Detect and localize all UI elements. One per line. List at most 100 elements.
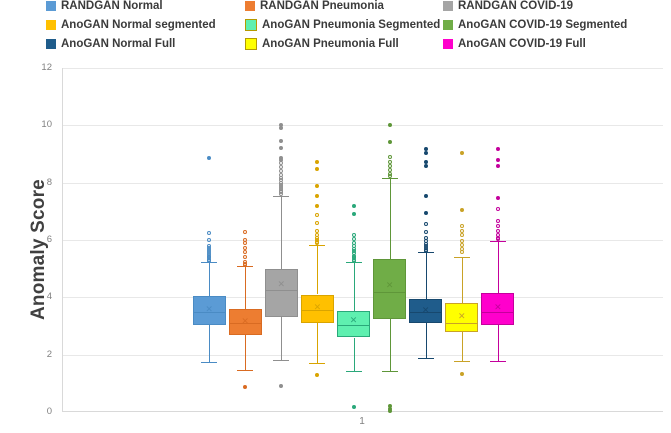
whisker-upper (425, 252, 427, 299)
whisker-lower (353, 337, 355, 371)
box-iqr[interactable] (481, 293, 515, 325)
legend-item[interactable]: AnoGAN COVID-19 Segmented (443, 19, 627, 31)
legend-item[interactable]: AnoGAN COVID-19 Full (443, 38, 586, 50)
legend-swatch-icon (443, 20, 453, 30)
gridline (63, 125, 663, 127)
whisker-cap-lower (345, 371, 362, 372)
legend-item[interactable]: AnoGAN Pneumonia Full (245, 38, 399, 50)
gridline (63, 68, 663, 69)
legend-item[interactable]: RANDGAN Pneumonia (245, 0, 384, 12)
whisker-lower (317, 322, 319, 364)
box-iqr[interactable] (264, 268, 298, 318)
outlier-point (243, 249, 248, 254)
outlier-point (315, 194, 320, 199)
legend-swatch-icon (443, 1, 453, 11)
mean-marker-icon: ✕ (385, 280, 394, 291)
box-iqr[interactable] (300, 294, 334, 323)
box-plot-series[interactable]: ✕ (63, 68, 663, 412)
y-axis-tick-label: 12 (41, 62, 52, 73)
box-plot-series[interactable]: ✕ (63, 68, 663, 412)
median-line (228, 322, 262, 324)
y-axis-tick-label: 0 (46, 406, 52, 417)
box-iqr[interactable] (192, 295, 226, 326)
outlier-point (459, 238, 464, 243)
outlier-point (315, 240, 320, 245)
outlier-point (207, 258, 212, 263)
outlier-point (351, 203, 356, 208)
box-iqr[interactable] (373, 258, 407, 319)
outlier-point (315, 184, 320, 189)
whisker-cap-upper (381, 178, 398, 180)
outlier-point (279, 180, 284, 185)
box-iqr[interactable] (337, 311, 370, 338)
outlier-point (423, 242, 428, 246)
whisker-cap-upper (453, 257, 470, 259)
box-plot-series[interactable]: ✕ (63, 68, 663, 412)
box-iqr[interactable] (228, 308, 262, 335)
outlier-point (387, 160, 392, 164)
outlier-point (459, 249, 464, 254)
mean-marker-icon: ✕ (421, 305, 430, 316)
whisker-lower (281, 317, 283, 360)
outlier-point (315, 160, 320, 164)
box-plot-series[interactable]: ✕ (63, 68, 663, 413)
legend-label: AnoGAN COVID-19 Segmented (458, 19, 628, 31)
legend-item[interactable]: RANDGAN Normal (46, 0, 163, 12)
outlier-point (387, 123, 392, 128)
outlier-point (315, 166, 320, 171)
box-plot-series[interactable]: ✕ (63, 68, 663, 412)
whisker-cap-upper (489, 241, 506, 243)
whisker-lower (389, 318, 391, 371)
box-plot-series[interactable]: ✕ (63, 68, 663, 412)
legend-row: AnoGAN Normal Full AnoGAN Pneumonia Full A… (0, 38, 671, 57)
outlier-point (387, 140, 392, 144)
median-line (192, 311, 226, 313)
outlier-point (459, 207, 464, 212)
whisker-cap-upper (309, 245, 326, 247)
y-axis-tick-label: 4 (46, 291, 52, 303)
outlier-point (423, 193, 428, 198)
outlier-point (423, 164, 428, 168)
outlier-point (351, 246, 356, 251)
outlier-point (207, 156, 212, 161)
outlier-point (279, 191, 284, 196)
whisker-upper (353, 262, 355, 312)
outlier-point (495, 218, 500, 223)
legend-item[interactable]: AnoGAN Normal Full (46, 38, 175, 50)
whisker-lower (209, 325, 211, 362)
x-axis-label: 1 (359, 416, 365, 427)
legend-label: AnoGAN Normal segmented (61, 19, 216, 31)
legend-item[interactable]: RANDGAN COVID-19 (443, 0, 573, 12)
median-line (337, 324, 370, 326)
outlier-point (351, 258, 356, 263)
legend-swatch-icon (245, 38, 257, 50)
y-axis-tick-label: 6 (46, 234, 52, 245)
box-iqr[interactable] (409, 298, 443, 324)
gridline (63, 240, 663, 241)
legend-item[interactable]: AnoGAN Normal segmented (46, 19, 216, 31)
outlier-point (387, 167, 392, 172)
outlier-point (423, 230, 428, 234)
outlier-point (495, 195, 500, 200)
whisker-cap-upper (345, 262, 362, 264)
whisker-cap-lower (453, 361, 470, 362)
whisker-lower (497, 324, 499, 361)
median-line (409, 311, 443, 313)
box-iqr[interactable] (445, 303, 479, 333)
outlier-point (207, 230, 212, 235)
legend-item[interactable]: AnoGAN Pneumonia Segmented (245, 19, 440, 31)
outlier-point (315, 212, 320, 217)
outlier-point (387, 173, 392, 178)
mean-marker-icon: ✕ (277, 279, 286, 290)
outlier-point (459, 372, 464, 377)
legend-label: RANDGAN Normal (61, 0, 163, 12)
outlier-point (459, 232, 464, 237)
mean-marker-icon: ✕ (458, 311, 466, 322)
whisker-upper (245, 265, 247, 309)
box-plot-series[interactable]: ✕ (63, 68, 663, 412)
outlier-point (279, 383, 284, 388)
box-plot-series[interactable]: ✕ (63, 68, 663, 412)
box-plot-series[interactable]: ✕ (63, 68, 663, 412)
outlier-point (495, 158, 500, 163)
whisker-upper (317, 245, 319, 295)
